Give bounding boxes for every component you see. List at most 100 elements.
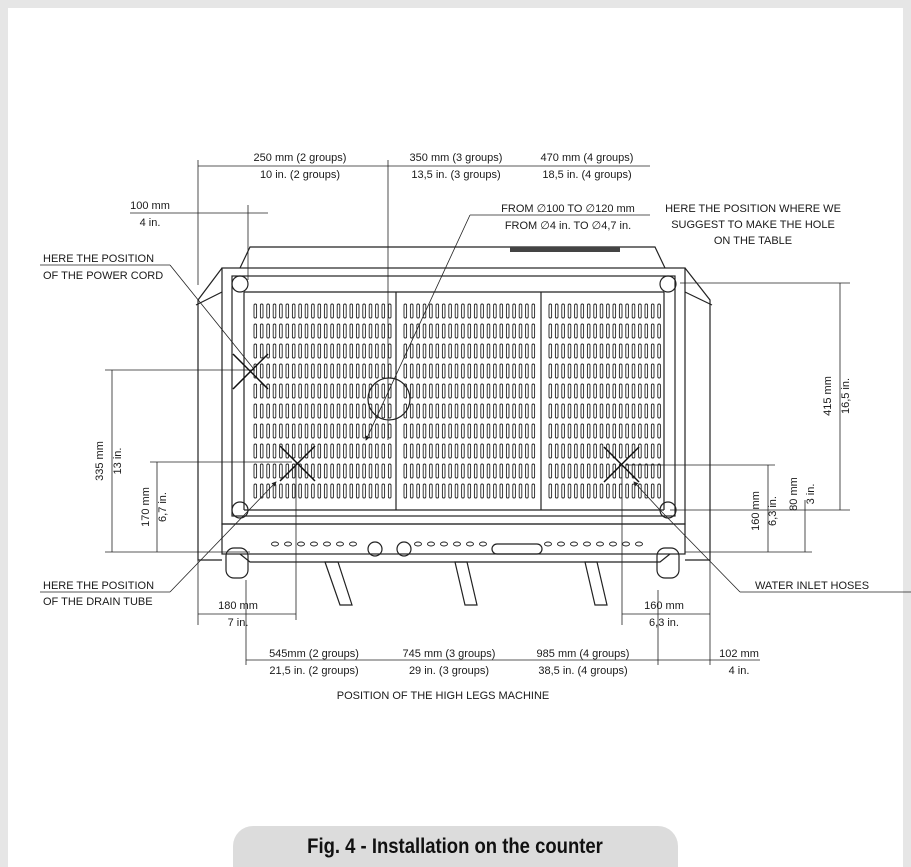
drip-slot (486, 363, 491, 379)
drip-slot (554, 483, 559, 499)
front-dot (271, 541, 279, 547)
drip-slot (586, 483, 591, 499)
front-dot (284, 541, 292, 547)
drip-slot (435, 343, 440, 359)
drip-slot (505, 343, 510, 359)
drip-slot (336, 443, 341, 459)
drip-slot (625, 423, 629, 439)
drip-slot (317, 443, 322, 459)
drip-slot (266, 463, 270, 479)
drip-slot (355, 383, 360, 399)
drip-slot (512, 483, 516, 499)
drip-slot (650, 423, 655, 439)
dim-250-mm: 250 mm (2 groups) (254, 152, 347, 164)
drip-slot (435, 483, 440, 499)
drip-slot (561, 303, 565, 319)
drip-slot (375, 423, 379, 439)
drip-slot (323, 403, 328, 419)
dim-415-mm: 415 mm (822, 376, 834, 416)
drip-slot (285, 483, 290, 499)
dim-745-mm: 745 mm (3 groups) (403, 648, 496, 660)
dim-350-mm: 350 mm (3 groups) (410, 152, 503, 164)
drip-slot (593, 423, 597, 439)
drip-slot (375, 323, 379, 339)
drip-slot (612, 483, 617, 499)
drip-slot (548, 363, 553, 379)
drip-slot (448, 303, 452, 319)
drip-slot (631, 423, 636, 439)
drip-slot (650, 463, 655, 479)
drip-slot (567, 343, 572, 359)
drip-slot (422, 463, 427, 479)
drip-slot (638, 463, 642, 479)
drip-slot (304, 403, 309, 419)
drip-slot (343, 483, 347, 499)
front-dot (297, 541, 305, 547)
drip-slot (285, 423, 290, 439)
drip-slot (650, 363, 655, 379)
drip-slot (512, 383, 516, 399)
drip-slot (387, 423, 392, 439)
drip-slot (548, 343, 553, 359)
drip-slot (467, 483, 472, 499)
drip-slot (403, 463, 408, 479)
drip-slot (330, 363, 334, 379)
drip-slot (349, 463, 354, 479)
drip-slot (473, 383, 478, 399)
drip-slot (387, 483, 392, 499)
drip-slot (429, 403, 433, 419)
drip-slot (548, 483, 553, 499)
drip-slot (486, 403, 491, 419)
drip-slot (593, 383, 597, 399)
drip-slot (638, 323, 642, 339)
drip-slot (606, 423, 610, 439)
drip-slot (291, 323, 296, 339)
drip-slot (454, 463, 459, 479)
drip-slot (499, 323, 504, 339)
drip-slot (505, 483, 510, 499)
drip-slot (362, 343, 366, 359)
front-dot (479, 541, 487, 547)
drip-slot (266, 323, 270, 339)
drip-slot (554, 323, 559, 339)
drip-slot (448, 363, 452, 379)
drip-slot (279, 423, 283, 439)
drip-slot (493, 303, 497, 319)
drip-slot (285, 463, 290, 479)
drip-slot (473, 403, 478, 419)
drip-slot (375, 383, 379, 399)
drip-slot (618, 403, 623, 419)
drip-slot (548, 383, 553, 399)
dim-160h-mm: 160 mm (644, 600, 684, 612)
drip-slot (381, 383, 386, 399)
dimension-lines (40, 160, 911, 665)
drip-slot (323, 343, 328, 359)
drip-slot (525, 323, 529, 339)
drip-slot (323, 463, 328, 479)
drip-slot (279, 323, 283, 339)
drip-slot (606, 303, 610, 319)
drip-slot (554, 443, 559, 459)
front-dot (414, 541, 422, 547)
drip-slot (429, 303, 433, 319)
drip-slot (298, 443, 302, 459)
drip-slot (580, 423, 585, 439)
drip-slot (593, 363, 597, 379)
drip-slot (298, 363, 302, 379)
drip-slot (461, 363, 465, 379)
drip-slot (266, 383, 270, 399)
drip-slot (618, 383, 623, 399)
drip-slot (499, 483, 504, 499)
drip-slot (343, 303, 347, 319)
drip-slot (448, 323, 452, 339)
drip-slot (368, 423, 373, 439)
drip-slot (387, 443, 392, 459)
dim-102-mm: 102 mm (719, 648, 759, 660)
drip-slot (291, 363, 296, 379)
figure-caption: Fig. 4 - Installation on the counter (307, 834, 604, 858)
drip-slot (554, 343, 559, 359)
drip-slot (461, 383, 465, 399)
drip-slot (518, 403, 523, 419)
drip-slot (631, 363, 636, 379)
drip-slot (480, 343, 484, 359)
